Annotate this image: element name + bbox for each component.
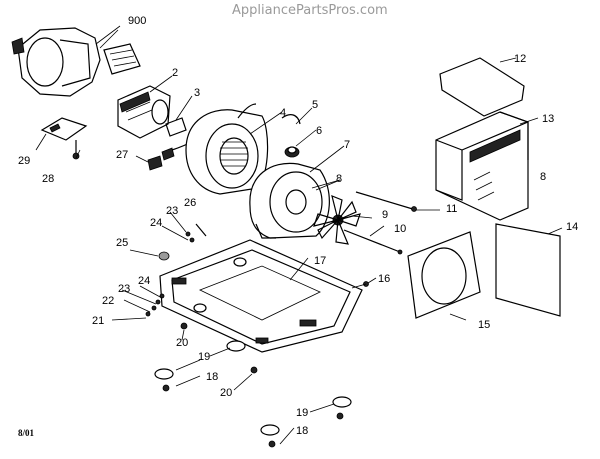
label-25: 25: [116, 237, 128, 249]
label-3: 3: [194, 87, 200, 99]
label-13: 13: [542, 113, 554, 125]
label-18-right: 18: [296, 425, 308, 437]
label-24-top: 24: [150, 217, 162, 229]
part-10-shaft[interactable]: [343, 229, 403, 255]
part-11-screw[interactable]: [355, 191, 417, 212]
date-code: 8/01: [18, 428, 35, 438]
label-8-left: 8: [336, 173, 342, 185]
label-19-left: 19: [198, 351, 210, 363]
label-11: 11: [446, 203, 457, 215]
label-22: 22: [102, 295, 114, 307]
part-2-motor[interactable]: [117, 85, 171, 139]
part-17-base-pan[interactable]: [159, 239, 363, 353]
label-9: 9: [382, 209, 388, 221]
part-29-bracket[interactable]: [40, 117, 88, 141]
part-6-washer[interactable]: [284, 146, 300, 158]
label-27: 27: [116, 149, 128, 161]
part-900-blower-assembly[interactable]: [11, 27, 141, 97]
label-29: 29: [18, 155, 30, 167]
label-4: 4: [280, 107, 286, 119]
watermark: AppliancePartsPros.com: [232, 3, 388, 18]
part-25-plug[interactable]: [158, 251, 170, 261]
label-19-right: 19: [296, 407, 308, 419]
label-2: 2: [172, 67, 178, 79]
part-number-labels: 900 2 3 4 5 6 7 8 8 9 10 11 12 13 14 15 …: [18, 15, 578, 437]
label-12: 12: [514, 53, 526, 65]
label-26: 26: [184, 197, 196, 209]
part-16-screw[interactable]: [351, 281, 369, 289]
label-20-right: 20: [220, 387, 232, 399]
part-26-screw[interactable]: [195, 223, 207, 237]
part-7-blower-scroll[interactable]: [249, 162, 330, 239]
label-16: 16: [378, 273, 390, 285]
label-15: 15: [478, 319, 490, 331]
label-23-top: 23: [166, 205, 178, 217]
label-21: 21: [92, 315, 104, 327]
leader-lines: [35, 25, 440, 445]
part-20-nut[interactable]: [180, 322, 258, 374]
part-13-damper-housing[interactable]: [435, 111, 539, 221]
part-4-blower-housing[interactable]: [185, 103, 269, 195]
part-12-filter-pad[interactable]: [439, 57, 525, 117]
part-14-side-panel[interactable]: [495, 223, 563, 317]
label-14: 14: [566, 221, 578, 233]
label-23-left: 23: [118, 283, 130, 295]
part-8-screw[interactable]: [311, 179, 341, 189]
label-28: 28: [42, 173, 54, 185]
part-5-clip[interactable]: [281, 114, 301, 125]
label-20-left: 20: [176, 337, 188, 349]
label-7: 7: [344, 139, 350, 151]
part-3-connector[interactable]: [165, 117, 187, 137]
part-19-foot-center[interactable]: [226, 340, 246, 352]
label-24-left: 24: [138, 275, 150, 287]
part-15-grille-frame[interactable]: [407, 231, 481, 321]
label-17: 17: [314, 255, 326, 267]
part-23-24-hardware-top[interactable]: [185, 231, 195, 243]
part-19-foot-right[interactable]: [260, 396, 352, 448]
label-8-right: 8: [540, 171, 546, 183]
label-10: 10: [394, 223, 406, 235]
label-18-left: 18: [206, 371, 218, 383]
label-5: 5: [312, 99, 318, 111]
label-900: 900: [128, 15, 146, 27]
label-6: 6: [316, 125, 322, 137]
part-19-foot-left[interactable]: [154, 368, 174, 392]
part-28-screw[interactable]: [72, 140, 80, 160]
part-9-fan-blade[interactable]: [313, 195, 361, 245]
